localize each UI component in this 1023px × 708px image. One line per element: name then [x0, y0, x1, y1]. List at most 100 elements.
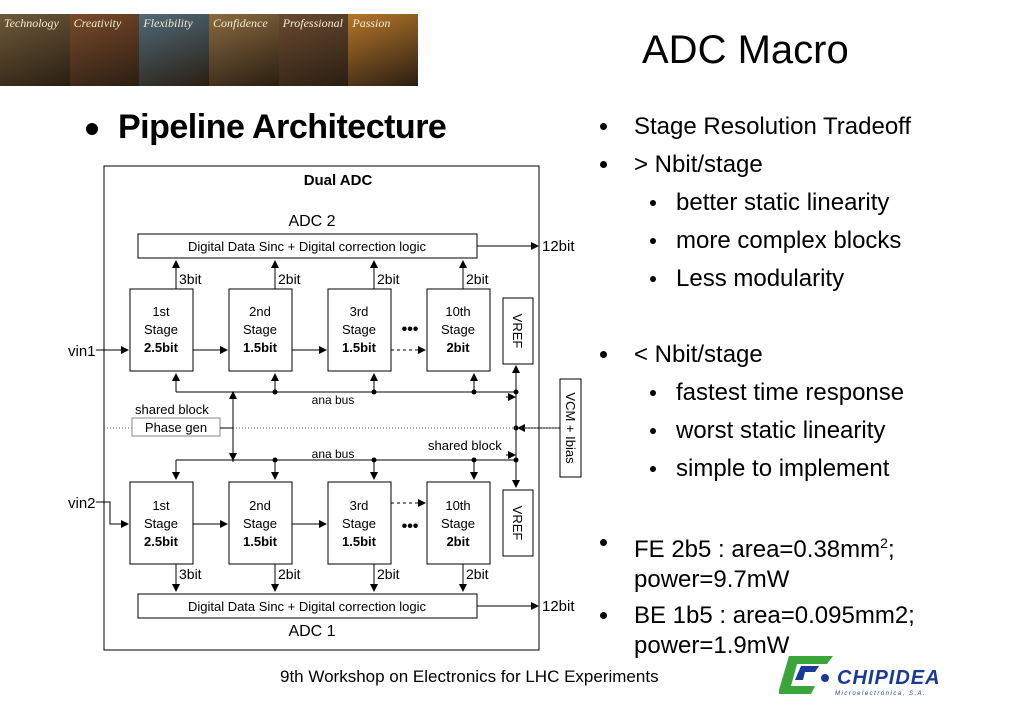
- bullet-list: Stage Resolution Tradeoff > Nbit/stage b…: [600, 108, 915, 661]
- vref-box-bottom: [502, 489, 534, 557]
- stage-text: Stage: [441, 322, 475, 337]
- list-item: Less modularity: [600, 260, 915, 298]
- banner-tile-label: Confidence: [213, 16, 268, 30]
- stage-text: 2bit: [446, 340, 470, 355]
- stage-text: Stage: [144, 516, 178, 531]
- bullet-icon: [650, 200, 656, 206]
- stage-text: Stage: [243, 322, 277, 337]
- stage-text: 2.5bit: [144, 534, 179, 549]
- stage-text: 3rd: [350, 498, 369, 513]
- chipidea-logo: CHIPIDEA Microelectrónica, S.A.: [779, 656, 941, 697]
- list-item: BE 1b5 : area=0.095mm2;power=1.9mW: [600, 601, 915, 661]
- stage-box: [129, 288, 194, 372]
- bit-label: 2bit: [377, 566, 400, 582]
- stage-text: 2bit: [446, 534, 470, 549]
- list-item: better static linearity: [600, 184, 915, 222]
- banner-tile: Professional: [278, 14, 349, 86]
- dual-adc-frame: [103, 165, 540, 651]
- pipeline-heading: Pipeline Architecture: [86, 108, 447, 147]
- bit-arrows-top: [172, 260, 467, 289]
- stage-text: 1.5bit: [342, 534, 377, 549]
- svg-text:CHIPIDEA: CHIPIDEA: [837, 667, 941, 689]
- stage-text: 10th: [445, 304, 470, 319]
- vref-box-top: [502, 297, 534, 365]
- output-label-top: 12bit: [542, 238, 575, 255]
- svg-text:Microelectrónica, S.A.: Microelectrónica, S.A.: [835, 691, 926, 697]
- bullet-icon: [600, 612, 607, 619]
- bullet-icon: [86, 123, 98, 136]
- bit-label: 3bit: [179, 271, 202, 287]
- vin2-label: vin2: [68, 495, 96, 512]
- banner-tile-label: Technology: [4, 16, 59, 30]
- adc2-label: ADC 2: [288, 213, 335, 230]
- stage-text: 2nd: [249, 498, 271, 513]
- dual-adc-heading: Dual ADC: [304, 172, 373, 189]
- ellipsis-dots: •••: [402, 321, 419, 338]
- header-banner: Technology Creativity Flexibility Confidenc…: [0, 14, 419, 86]
- stage-text: 2nd: [249, 304, 271, 319]
- banner-tile-label: Flexibility: [143, 16, 193, 30]
- stage-text: Stage: [342, 322, 376, 337]
- stage-text: 1.5bit: [243, 534, 278, 549]
- bit-label: 2bit: [278, 566, 301, 582]
- stage-text: Stage: [342, 516, 376, 531]
- stage-text: Stage: [144, 322, 178, 337]
- footer-text: 9th Workshop on Electronics for LHC Expe…: [280, 667, 659, 686]
- shared-block-label-right: shared block: [428, 438, 502, 453]
- bullet-icon: [650, 276, 656, 282]
- bit-label: 3bit: [179, 566, 202, 582]
- bit-label: 2bit: [278, 271, 301, 287]
- stage-text: Stage: [243, 516, 277, 531]
- digital-block-top-label: Digital Data Sinc + Digital correction l…: [188, 239, 427, 254]
- ellipsis-dots: •••: [402, 518, 419, 535]
- bullet-icon: [600, 351, 607, 358]
- stage-box: [426, 481, 491, 565]
- stage-text: Stage: [441, 516, 475, 531]
- phase-gen-label: Phase gen: [145, 420, 207, 435]
- stage-text: 1.5bit: [342, 340, 377, 355]
- bit-label: 2bit: [377, 271, 400, 287]
- ana-bus-label: ana bus: [312, 447, 355, 461]
- stage-box: [228, 481, 293, 565]
- list-item: worst static linearity: [600, 412, 915, 450]
- ana-bus-top-taps: [172, 365, 520, 392]
- banner-tile: Technology: [0, 14, 70, 86]
- list-item: < Nbit/stage: [600, 336, 915, 374]
- vcm-label: VCM + Ibias: [563, 392, 578, 464]
- stages-top: 1st Stage 2.5bit 2nd Stage 1.5bit 3rd St…: [129, 288, 491, 372]
- stages-bottom: 1st Stage 2.5bit 2nd Stage 1.5bit 3rd St…: [129, 481, 491, 565]
- banner-tile: Passion: [348, 14, 419, 86]
- stage-box: [228, 288, 293, 372]
- vref-label: VREF: [510, 314, 525, 349]
- vref-label: VREF: [510, 506, 525, 541]
- output-label-bottom: 12bit: [542, 598, 575, 615]
- bullet-icon: [650, 238, 656, 244]
- list-item: more complex blocks: [600, 222, 915, 260]
- stage-box: [426, 288, 491, 372]
- stage-text: 2.5bit: [144, 340, 179, 355]
- banner-tile-label: Professional: [282, 16, 343, 30]
- vin1-label: vin1: [68, 343, 96, 360]
- bit-label: 2bit: [466, 566, 489, 582]
- bullet-icon: [650, 428, 656, 434]
- adc1-label: ADC 1: [288, 623, 335, 640]
- banner-tile: Creativity: [69, 14, 140, 86]
- shared-block-label-left: shared block: [135, 402, 209, 417]
- slide-title: ADC Macro: [642, 28, 849, 72]
- stage-box: [327, 288, 392, 372]
- bullet-icon: [600, 161, 607, 168]
- banner-tile-label: Creativity: [73, 16, 122, 30]
- pipeline-heading-text: Pipeline Architecture: [118, 108, 447, 146]
- stage-box: [327, 481, 392, 565]
- stage-box: [129, 481, 194, 565]
- list-item: Stage Resolution Tradeoff: [600, 108, 915, 146]
- stage-text: 1.5bit: [243, 340, 278, 355]
- bit-label: 2bit: [466, 271, 489, 287]
- ana-bus-label: ana bus: [312, 393, 355, 407]
- bit-arrows-bottom: [172, 564, 467, 592]
- list-item: simple to implement: [600, 450, 915, 488]
- digital-block-bottom-label: Digital Data Sinc + Digital correction l…: [188, 599, 427, 614]
- banner-tile: Flexibility: [139, 14, 210, 86]
- bullet-icon: [650, 466, 656, 472]
